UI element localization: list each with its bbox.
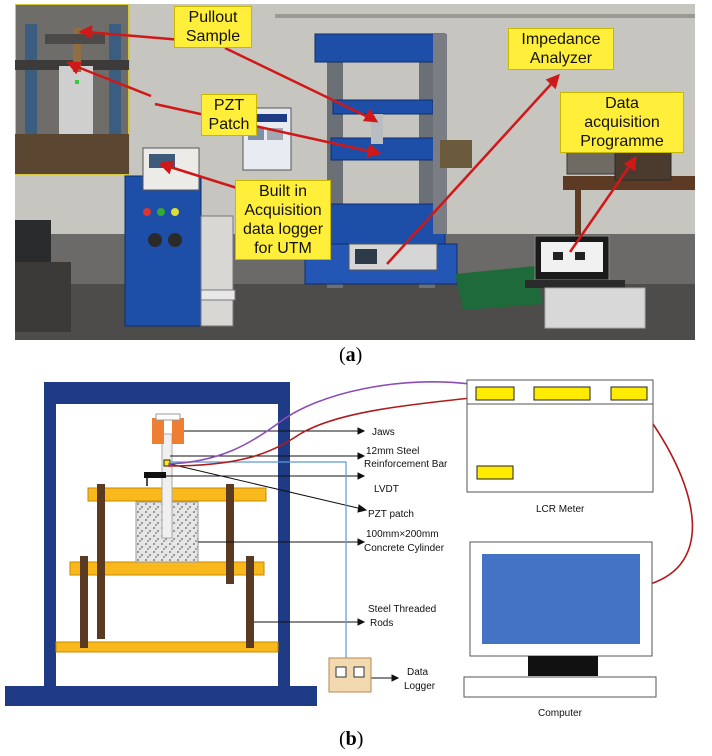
lcr-display-3 (610, 386, 648, 401)
caption-letter: b (345, 728, 357, 750)
threaded-rods (80, 484, 254, 648)
callout-line: Data (605, 95, 639, 112)
caption-paren: ) (355, 344, 363, 366)
callout-line: Sample (185, 28, 241, 45)
data-logger-box (328, 657, 372, 693)
lcr-indicator (476, 465, 514, 480)
jaws-left (152, 418, 164, 444)
callout-pzt-patch: PZT Patch (201, 94, 257, 136)
callout-line: Acquisition (244, 202, 322, 219)
support-plates (55, 487, 279, 653)
callout-line: Built in (258, 183, 308, 200)
label-lcr-meter: LCR Meter (536, 504, 585, 515)
label-logger-line1: Data (407, 667, 429, 678)
callout-line: acquisition (584, 114, 660, 131)
jaws-right (172, 418, 184, 444)
callout-line: Impedance (521, 31, 601, 48)
lab-photo: Pullout Sample PZT Patch Built in Acquis… (15, 4, 695, 340)
callout-line: data logger (242, 221, 324, 238)
reinforcement-bar (161, 433, 173, 539)
label-pzt: PZT patch (368, 509, 414, 520)
label-lvdt: LVDT (374, 484, 399, 495)
label-bar-line1: 12mm Steel (366, 446, 419, 457)
callout-line: for UTM (254, 240, 312, 257)
callout-line: Analyzer (529, 50, 593, 67)
loading-frame (5, 382, 317, 706)
caption-paren: ) (356, 728, 364, 750)
callout-pullout-sample: Pullout Sample (174, 6, 252, 48)
wire-computer (649, 423, 694, 585)
label-rods-line1: Steel Threaded (368, 604, 436, 615)
computer-screen (482, 554, 640, 644)
lvdt (144, 472, 166, 478)
pzt-patch (163, 459, 171, 467)
callout-data-acquisition-programme: Data acquisition Programme (560, 92, 684, 153)
wire-red-lcr (167, 397, 471, 467)
label-cylinder-line2: Concrete Cylinder (364, 543, 445, 554)
callout-impedance-analyzer: Impedance Analyzer (508, 28, 614, 70)
caption-a: (a) (339, 344, 362, 367)
test-setup-schematic: Jaws 12mm Steel Reinforcement Bar LVDT P… (5, 379, 694, 719)
callout-line: PZT (213, 97, 245, 114)
computer-keyboard (463, 676, 657, 698)
callout-line: Patch (208, 116, 250, 133)
computer-stand (528, 656, 598, 676)
wire-purple-lcr (167, 381, 471, 465)
label-logger-line2: Logger (404, 681, 436, 692)
jaws-top (155, 413, 181, 421)
label-computer: Computer (538, 708, 583, 719)
label-bar-line2: Reinforcement Bar (364, 459, 448, 470)
label-rods-line2: Rods (370, 618, 393, 629)
label-cylinder-line1: 100mm×200mm (366, 529, 439, 540)
lcr-display-1 (475, 386, 515, 401)
callout-line: Programme (580, 133, 664, 150)
caption-b: (b) (339, 728, 363, 751)
callout-acquisition-logger: Built in Acquisition data logger for UTM (235, 180, 331, 260)
caption-letter: a (345, 344, 356, 366)
lcr-display-2 (533, 386, 591, 401)
caption-paren: ( (339, 344, 346, 366)
caption-paren: ( (339, 728, 346, 750)
label-jaws: Jaws (372, 427, 395, 438)
leader-lines (166, 427, 400, 682)
callout-line: Pullout (188, 9, 238, 26)
